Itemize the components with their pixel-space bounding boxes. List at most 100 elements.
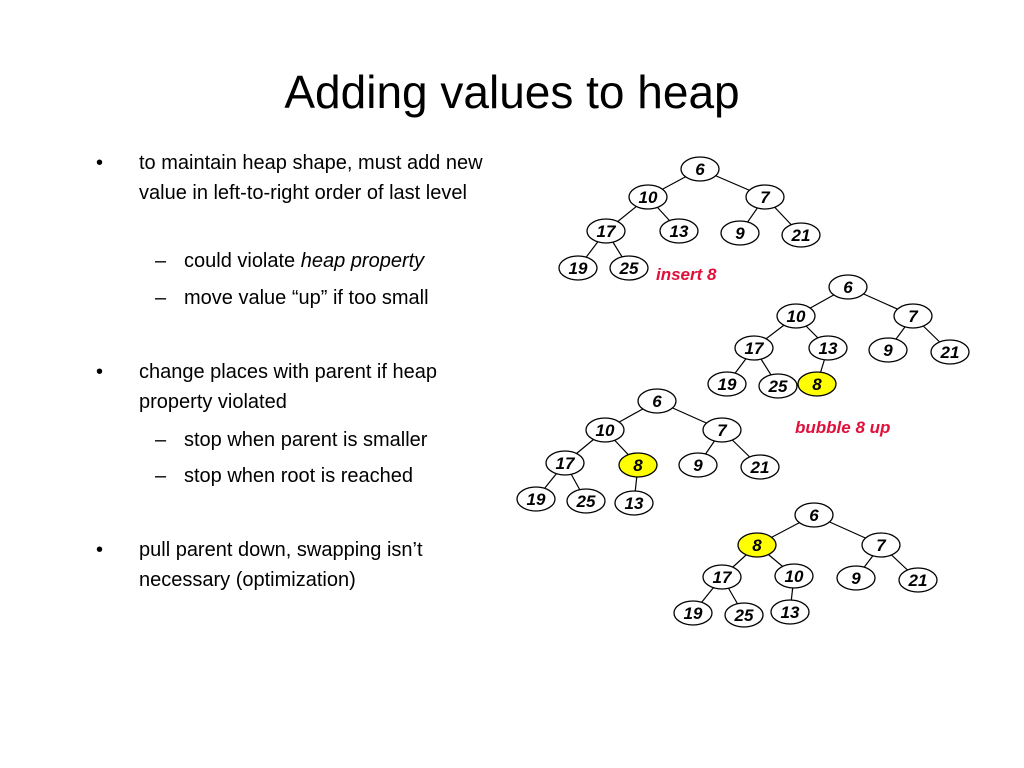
node-shape	[628, 184, 668, 210]
tree-node: 19	[516, 486, 556, 512]
highlighted-node-shape	[737, 532, 777, 558]
node-shape	[680, 156, 720, 182]
node-shape	[707, 371, 747, 397]
node-value: 6	[652, 392, 662, 411]
dash-marker: –	[155, 429, 167, 451]
node-value: 25	[619, 259, 639, 278]
tree-node: 19	[707, 371, 747, 397]
node-shape	[545, 450, 585, 476]
node-shape	[614, 490, 654, 516]
tree-node: 8	[797, 371, 837, 397]
node-value: 6	[695, 160, 705, 179]
node-value: 8	[633, 456, 643, 475]
tree-node: 7	[861, 532, 901, 558]
node-shape	[776, 303, 816, 329]
highlighted-node-shape	[797, 371, 837, 397]
tree-node: 17	[702, 564, 742, 590]
sub-bullet-text: could violate heap property	[184, 246, 514, 276]
node-shape	[673, 600, 713, 626]
node-shape	[609, 255, 649, 281]
insert-annotation: insert 8	[656, 265, 717, 284]
node-shape	[898, 567, 938, 593]
tree-node: 8	[737, 532, 777, 558]
node-value: 10	[785, 567, 804, 586]
node-value: 19	[527, 490, 546, 509]
node-value: 17	[713, 568, 733, 587]
node-value: 13	[670, 222, 689, 241]
emphasis-text: heap property	[300, 250, 425, 272]
node-shape	[794, 502, 834, 528]
node-value: 10	[596, 421, 615, 440]
tree-node: 25	[566, 488, 606, 514]
node-value: 7	[876, 536, 887, 555]
tree-node: 9	[868, 337, 908, 363]
node-value: 9	[883, 341, 893, 360]
node-value: 17	[745, 339, 765, 358]
node-shape	[758, 373, 798, 399]
node-value: 19	[718, 375, 737, 394]
node-value: 7	[717, 421, 728, 440]
tree-node: 25	[609, 255, 649, 281]
node-value: 8	[752, 536, 762, 555]
node-shape	[740, 454, 780, 480]
tree-node: 17	[586, 218, 626, 244]
node-shape	[828, 274, 868, 300]
node-shape	[678, 452, 718, 478]
node-value: 9	[735, 224, 745, 243]
dash-marker: –	[155, 287, 167, 309]
tree-node: 21	[781, 222, 821, 248]
sub-bullet-text: stop when parent is smaller	[184, 429, 428, 451]
node-shape	[558, 255, 598, 281]
node-shape	[893, 303, 933, 329]
bullet-text: to maintain heap shape, must add new val…	[139, 152, 483, 204]
tree-node: 7	[702, 417, 742, 443]
node-shape	[745, 184, 785, 210]
highlighted-node-shape	[618, 452, 658, 478]
node-shape	[566, 488, 606, 514]
slide-title: Adding values to heap	[284, 66, 740, 118]
tree-node: 7	[745, 184, 785, 210]
tree-node: 25	[724, 602, 764, 628]
text-run: could violate	[184, 250, 301, 272]
sub-bullet-text: stop when root is reached	[184, 465, 414, 487]
node-shape	[861, 532, 901, 558]
node-value: 13	[781, 603, 800, 622]
tree-node: 21	[930, 339, 970, 365]
node-shape	[724, 602, 764, 628]
tree-node: 10	[585, 417, 625, 443]
node-value: 17	[556, 454, 576, 473]
tree-node: 9	[836, 565, 876, 591]
node-shape	[774, 563, 814, 589]
sub-bullet-text: move value “up” if too small	[184, 287, 429, 309]
node-shape	[516, 486, 556, 512]
tree-node: 13	[614, 490, 654, 516]
tree-node: 21	[898, 567, 938, 593]
node-shape	[808, 335, 848, 361]
tree-node: 8	[618, 452, 658, 478]
tree-node: 25	[758, 373, 798, 399]
node-value: 13	[625, 494, 644, 513]
tree-node: 19	[673, 600, 713, 626]
tree-node: 10	[776, 303, 816, 329]
node-shape	[702, 417, 742, 443]
dash-marker: –	[155, 250, 167, 272]
node-value: 7	[760, 188, 771, 207]
node-value: 10	[639, 188, 658, 207]
node-value: 6	[843, 278, 853, 297]
node-value: 8	[812, 375, 822, 394]
node-shape	[702, 564, 742, 590]
node-value: 19	[684, 604, 703, 623]
bullet-marker: •	[96, 152, 104, 174]
bubble-annotation: bubble 8 up	[795, 418, 891, 437]
tree-node: 19	[558, 255, 598, 281]
node-value: 25	[768, 377, 788, 396]
tree-node: 10	[628, 184, 668, 210]
node-shape	[585, 417, 625, 443]
node-value: 13	[819, 339, 838, 358]
node-value: 21	[940, 343, 960, 362]
node-value: 10	[787, 307, 806, 326]
